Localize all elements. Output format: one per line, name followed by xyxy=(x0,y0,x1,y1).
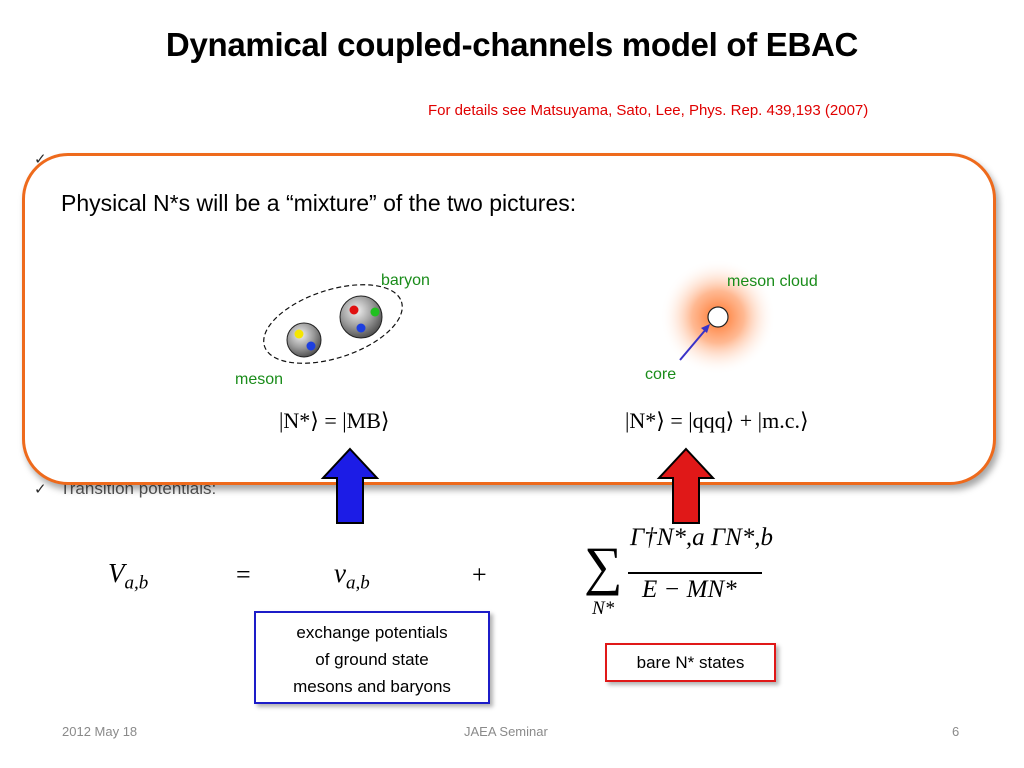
meson-label: meson xyxy=(235,371,284,388)
fraction-numerator: Γ†N*,a ΓN*,b xyxy=(630,524,774,551)
blue-up-arrow xyxy=(320,447,380,524)
slide-title: Dynamical coupled-channels model of EBAC xyxy=(165,26,859,63)
baryon-label: baryon xyxy=(381,272,430,289)
meson-baryon-diagram xyxy=(263,284,403,364)
quark-blue-2 xyxy=(356,323,366,333)
sum-index: N* xyxy=(592,598,615,619)
equation-equals: = xyxy=(236,560,251,589)
footer-date: 2012 May 18 xyxy=(62,724,138,739)
quark-green xyxy=(370,307,380,317)
core-label: core xyxy=(645,366,677,383)
left-state-formula: |N*⟩ = |MB⟩ xyxy=(279,408,390,433)
molecule-boundary xyxy=(263,284,403,364)
equation-term1: va,b xyxy=(334,558,370,594)
fraction-bar xyxy=(628,572,762,574)
sum-symbol: ∑ xyxy=(584,536,623,596)
right-state-formula: |N*⟩ = |qqq⟩ + |m.c.⟩ xyxy=(625,408,809,433)
meson-ball xyxy=(286,322,322,358)
red-up-arrow xyxy=(656,447,716,524)
fraction-denominator: E − MN* xyxy=(642,576,737,603)
meson-cloud-label: meson cloud xyxy=(727,273,818,290)
equation-plus: + xyxy=(472,560,487,589)
quark-blue xyxy=(306,341,316,351)
quark-yellow xyxy=(294,329,304,339)
callout-heading: Physical N*s will be a “mixture” of the … xyxy=(61,190,577,216)
footer-event: JAEA Seminar xyxy=(464,724,548,739)
bare-states-box: bare N* states xyxy=(605,643,776,682)
equation-lhs: Va,b xyxy=(108,558,149,594)
core-arrow-head xyxy=(701,324,710,333)
check-icon: ✓ xyxy=(34,481,47,498)
page-number: 6 xyxy=(952,724,960,739)
core-ball xyxy=(707,306,729,328)
baryon-ball xyxy=(339,295,383,339)
exchange-potentials-box: exchange potentials of ground state meso… xyxy=(254,611,490,704)
mixture-callout: Physical N*s will be a “mixture” of the … xyxy=(22,153,996,485)
quark-red xyxy=(349,305,359,315)
core-arrow xyxy=(679,327,708,361)
reference-citation: For details see Matsuyama, Sato, Lee, Ph… xyxy=(428,102,869,119)
core-cloud-diagram xyxy=(660,259,776,375)
